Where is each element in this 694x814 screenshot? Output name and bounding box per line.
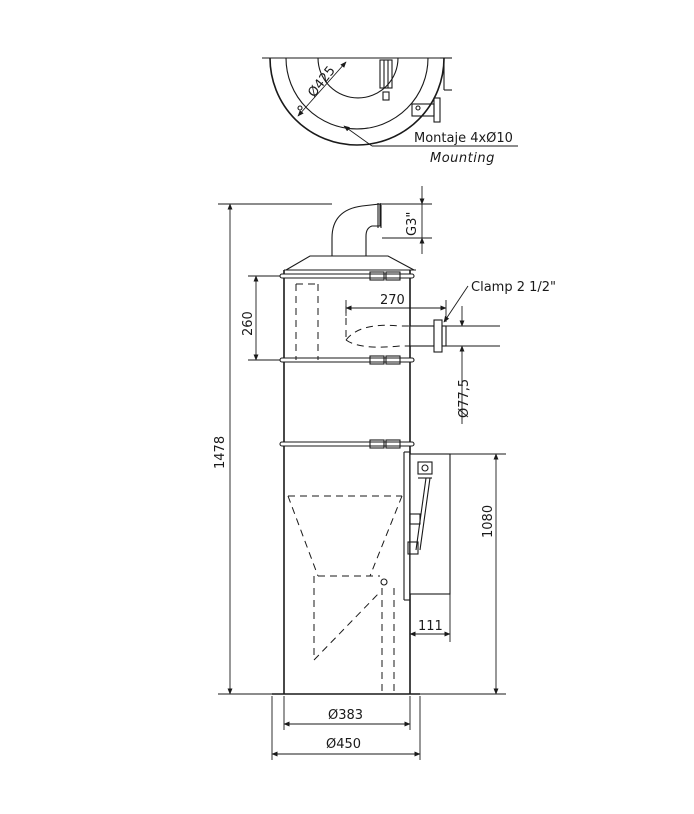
panel-components [380,461,433,586]
body-diameter-label: Ø383 [328,708,363,723]
dimension-inlet-length: 270 [345,293,447,322]
inlet-length-label: 270 [380,293,405,308]
top-view-mounting-holes [297,105,421,111]
panel-height-label: 1080 [481,505,496,538]
dimension-panel-height: 1080 [420,453,506,695]
outlet-thread-label: G3" [405,212,420,236]
clamp-label: Clamp 2 1/2" [471,280,556,295]
top-view-clamp-fitting [379,59,393,101]
mounting-leader: Montaje 4xØ10 Mounting [343,125,518,166]
mounting-label-en: Mounting [430,151,495,166]
dimension-inlet-diameter: Ø77,5 [446,306,500,424]
dimension-base-diameter: Ø450 [271,696,421,760]
inlet-diameter-label: Ø77,5 [457,379,472,418]
total-height-label: 1478 [213,436,228,469]
clamp-leader: Clamp 2 1/2" [443,280,556,323]
outlet-elbow [331,203,382,256]
dimension-band-spacing: 260 [241,275,280,361]
dimension-total-height: 1478 [213,203,332,695]
mounting-label: Montaje 4xØ10 [414,131,513,146]
side-view: 1478 260 G3" 270 Clamp 2 1/2" [213,186,556,760]
clamp-band [279,439,415,449]
clamp-band [279,355,415,365]
top-view-diameter-dimension: Ø425 [297,61,347,117]
panel-offset-label: 111 [418,619,443,634]
lid [283,255,416,271]
dimension-body-diameter: Ø383 [283,696,411,730]
top-view-diameter-label: Ø425 [305,64,338,101]
top-view: Ø425 Montaje 4xØ10 Mounting [262,57,518,166]
band-spacing-label: 260 [241,311,256,336]
control-panel [380,451,451,601]
dimension-panel-offset: 111 [409,594,451,642]
dimension-outlet-thread: G3" [382,186,432,254]
clamp-bands [279,271,415,449]
base-diameter-label: Ø450 [326,737,361,752]
clamp-band [279,271,415,281]
hidden-internals [287,283,430,692]
top-view-inlet-stub [411,57,452,123]
inlet-pipe [409,319,447,353]
